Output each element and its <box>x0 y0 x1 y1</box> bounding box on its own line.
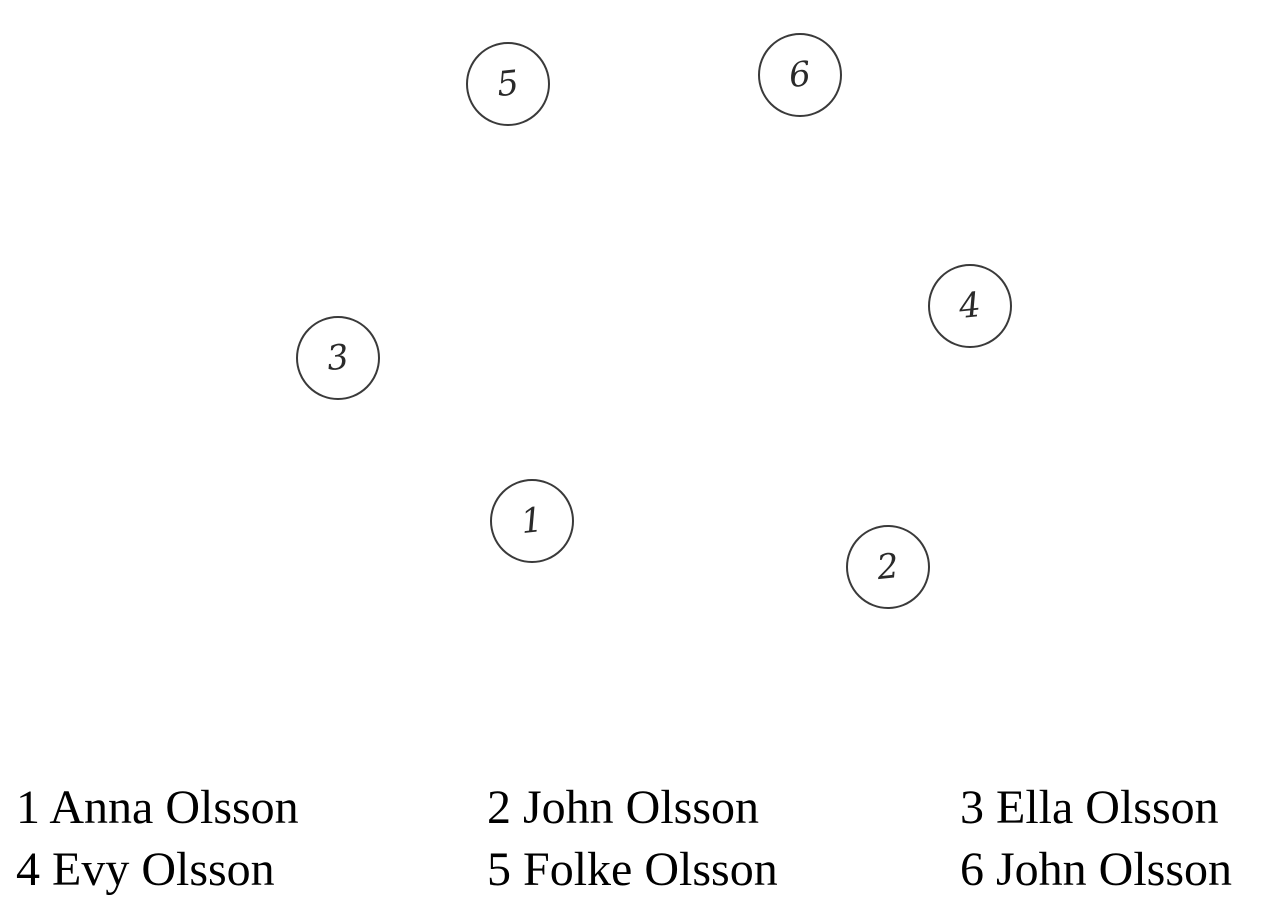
position-marker-number: 5 <box>495 62 521 106</box>
position-marker-4: 4 <box>928 264 1012 348</box>
legend-item-1: 1 Anna Olsson <box>16 781 299 834</box>
legend-item-4: 4 Evy Olsson <box>16 843 275 896</box>
position-marker-6: 6 <box>758 33 842 117</box>
position-marker-2: 2 <box>846 525 930 609</box>
name-legend: 1 Anna Olsson 2 John Olsson 3 Ella Olsso… <box>0 776 1279 916</box>
position-marker-number: 1 <box>519 499 545 543</box>
legend-item-2: 2 John Olsson <box>487 781 760 834</box>
position-marker-number: 2 <box>875 545 901 589</box>
position-marker-number: 6 <box>787 53 813 97</box>
position-marker-5: 5 <box>466 42 550 126</box>
position-marker-number: 3 <box>325 336 351 380</box>
legend-item-6: 6 John Olsson <box>960 843 1233 896</box>
position-marker-1: 1 <box>490 479 574 563</box>
position-marker-number: 4 <box>957 284 983 328</box>
position-marker-3: 3 <box>296 316 380 400</box>
legend-item-3: 3 Ella Olsson <box>960 781 1219 834</box>
legend-item-5: 5 Folke Olsson <box>487 843 778 896</box>
